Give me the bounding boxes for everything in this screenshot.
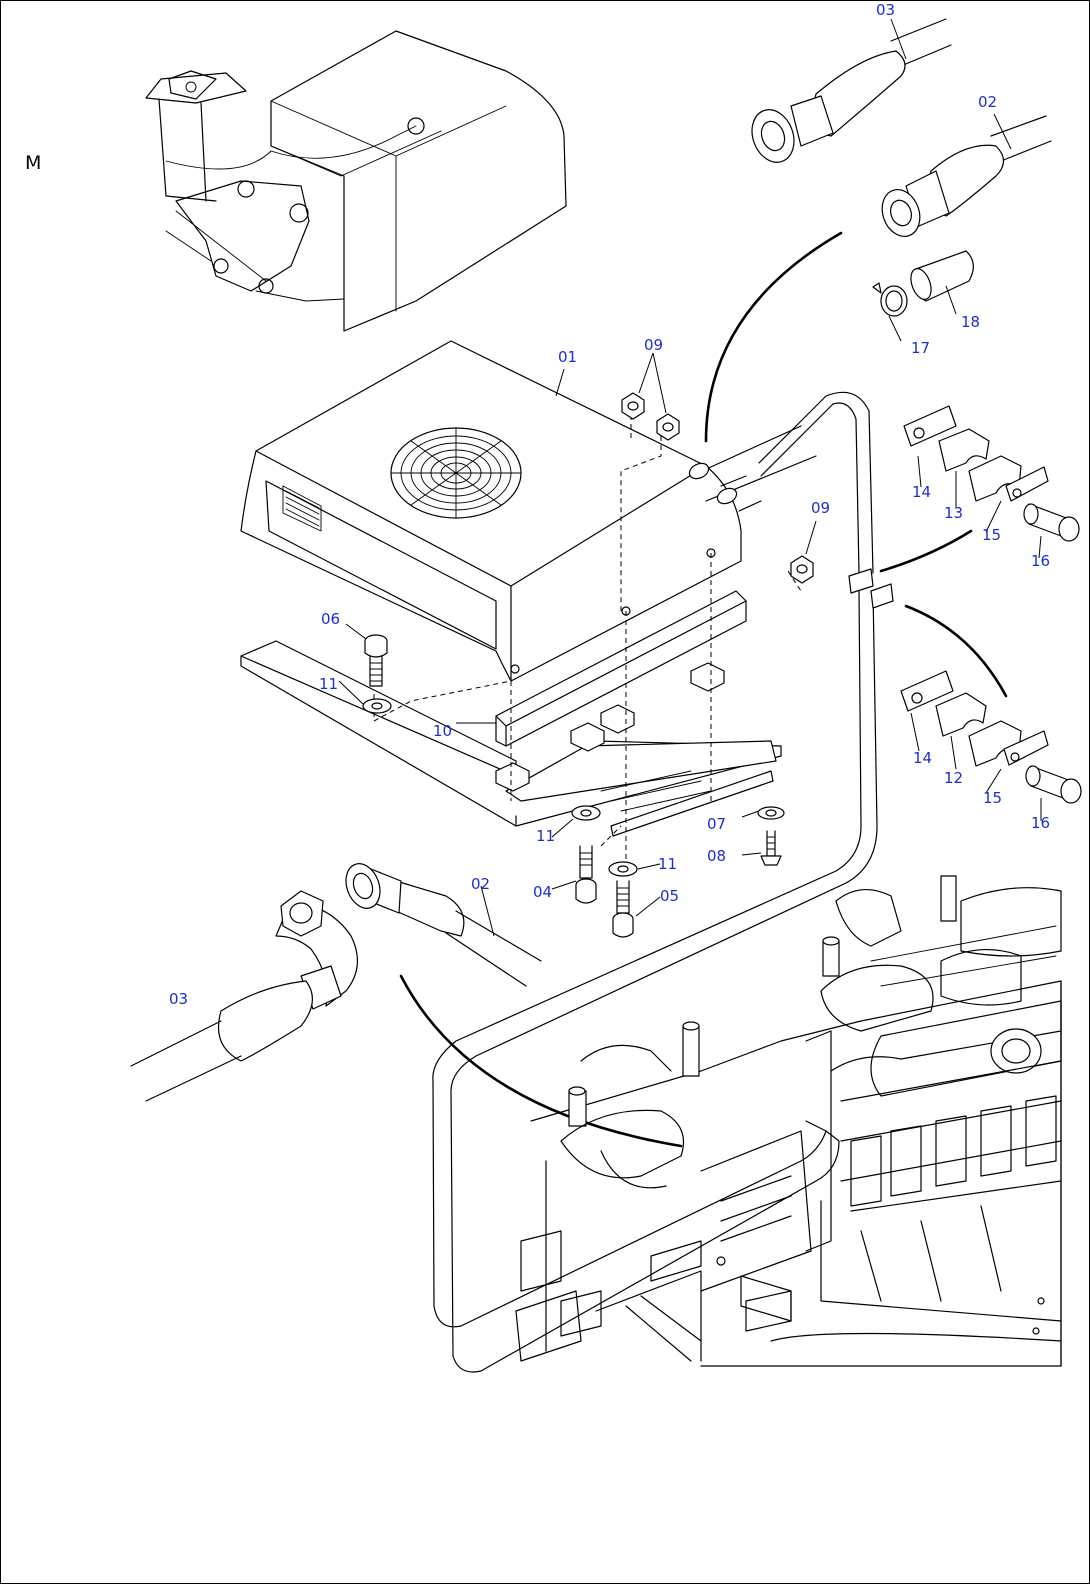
callout-bolt-16-bottom: 16: [1031, 814, 1050, 832]
washer-11-lower-icon: [608, 861, 638, 877]
leader-lines: [338, 18, 1042, 937]
callout-bracket-10: 10: [433, 722, 452, 740]
callout-washer-11-lower: 11: [658, 855, 677, 873]
callout-clamp-17: 17: [911, 339, 930, 357]
washer-07-icon: [757, 806, 785, 820]
clamp-group-bottom-icon: [900, 670, 1082, 804]
callout-hose-03-top: 03: [876, 1, 895, 19]
callout-bolt-06: 06: [321, 610, 340, 628]
assembly-arrows: [399, 231, 1008, 1148]
callout-cushion-13: 13: [944, 504, 963, 522]
hose-clamp-17-icon: [872, 282, 908, 317]
reservoir-cap-plate-icon: [145, 72, 247, 104]
callout-plate-14-bottom: 14: [913, 749, 932, 767]
callout-condenser-01: 01: [558, 348, 577, 366]
callout-plate-15-bottom: 15: [983, 789, 1002, 807]
refrigerant-pipe-loop-icon: [432, 391, 894, 1373]
callout-washer-11-mid: 11: [536, 827, 555, 845]
callout-nut-09-right: 09: [811, 499, 830, 517]
callout-hose-02-top: 02: [978, 93, 997, 111]
callout-bolt-04: 04: [533, 883, 552, 901]
bracket-10-icon: [495, 590, 777, 837]
callout-hose-03-bottom: 03: [169, 990, 188, 1008]
callout-hose-02-bottom: 02: [471, 875, 490, 893]
hose-03-bottom-icon: [130, 890, 358, 1102]
bolt-06-icon: [364, 634, 388, 687]
hose-02-bottom-icon: [345, 863, 542, 987]
callout-bolt-05: 05: [660, 887, 679, 905]
machine-cab-outline: [145, 30, 567, 332]
bolt-08-icon: [760, 830, 782, 866]
bolt-04-icon: [575, 845, 597, 904]
callout-nut-09-top: 09: [644, 336, 663, 354]
callout-hose-18: 18: [961, 313, 980, 331]
condenser-unit-icon: [240, 340, 742, 682]
callout-bolt-16-top: 16: [1031, 552, 1050, 570]
clamp-group-top-icon: [903, 405, 1080, 542]
hinge-bracket-icon: [175, 180, 310, 292]
hose-03-top-icon: [751, 18, 952, 163]
callout-cushion-12: 12: [944, 769, 963, 787]
washer-11-mid-icon: [571, 805, 601, 821]
callout-plate-14-top: 14: [912, 483, 931, 501]
condenser-pipe-fittings-icon: [688, 425, 817, 512]
view-letter: M: [25, 152, 41, 174]
callout-labels: 03 02 17 18 01 09 09 14 13 15 16 06 11 1…: [169, 1, 1050, 1008]
hose-02-top-icon: [881, 115, 1052, 237]
bolt-05-icon: [612, 880, 634, 938]
engine-assembly-icon: [515, 875, 1062, 1367]
callout-washer-07: 07: [707, 815, 726, 833]
washer-11-icon: [362, 698, 392, 714]
nut-09-icon: [621, 392, 814, 584]
hose-18-icon: [910, 250, 974, 302]
callout-plate-15-top: 15: [982, 526, 1001, 544]
callout-bolt-08: 08: [707, 847, 726, 865]
callout-washer-11-left: 11: [319, 675, 338, 693]
